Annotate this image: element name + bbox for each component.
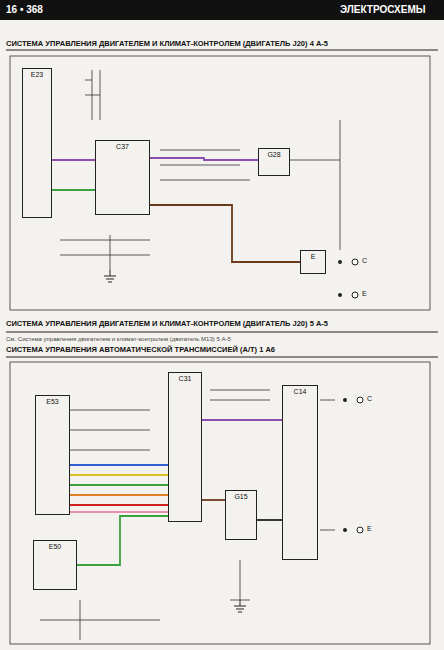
wire xyxy=(70,511,168,513)
header-text: ЭЛЕКТРОСХЕМЫ xyxy=(340,4,426,15)
wire xyxy=(70,494,168,496)
component-box: E xyxy=(300,250,326,274)
title-rule xyxy=(6,357,438,358)
terminal-dot xyxy=(338,260,347,532)
diagram-frame xyxy=(10,56,430,310)
connector-code: E xyxy=(308,251,319,262)
section-title: СИСТЕМА УПРАВЛЕНИЯ АВТОМАТИЧЕСКОЙ ТРАНСМ… xyxy=(6,346,275,354)
wire xyxy=(202,419,282,421)
component-box: C37 xyxy=(95,140,150,215)
connector-code: C37 xyxy=(113,141,132,152)
section-title: См. Система управления двигателем и клим… xyxy=(6,336,231,343)
component-box: G15 xyxy=(225,490,257,540)
component-box: G28 xyxy=(258,148,290,176)
wire xyxy=(70,484,168,486)
wire xyxy=(150,205,300,262)
section-title: СИСТЕМА УПРАВЛЕНИЯ ДВИГАТЕЛЕМ И КЛИМАТ-К… xyxy=(6,40,436,48)
section-title: СИСТЕМА УПРАВЛЕНИЯ ДВИГАТЕЛЕМ И КЛИМАТ-К… xyxy=(6,320,328,328)
wire xyxy=(52,189,95,191)
header-text: 16 • 368 xyxy=(6,4,43,15)
component-box: C14 xyxy=(282,385,318,560)
component-box: C31 xyxy=(168,372,202,522)
wire xyxy=(52,159,95,161)
pin-label: E xyxy=(367,525,372,533)
connector-code: E53 xyxy=(43,396,61,407)
wire xyxy=(70,464,168,466)
connector-code: G28 xyxy=(264,149,283,160)
wire xyxy=(202,499,225,501)
wire xyxy=(77,516,168,565)
component-box: E50 xyxy=(33,540,77,590)
connector-code: C14 xyxy=(291,386,310,397)
connector-code: E23 xyxy=(28,69,46,80)
wire xyxy=(150,158,258,160)
header-bar xyxy=(0,0,444,20)
pin-label: E xyxy=(362,290,367,298)
wire xyxy=(70,474,168,476)
connector-code: E50 xyxy=(46,541,64,552)
pin-label: C xyxy=(367,395,372,403)
component-box: E23 xyxy=(22,68,52,218)
wire xyxy=(70,504,168,506)
wire xyxy=(257,519,282,521)
component-box: E53 xyxy=(35,395,70,515)
connector-code: C31 xyxy=(176,373,195,384)
connector-code: G15 xyxy=(231,491,250,502)
wire xyxy=(40,70,340,640)
title-rule xyxy=(6,332,438,333)
title-rule xyxy=(6,50,438,51)
diagram-frame xyxy=(10,362,430,644)
connector-pin xyxy=(352,259,363,533)
pin-label: C xyxy=(362,257,367,265)
